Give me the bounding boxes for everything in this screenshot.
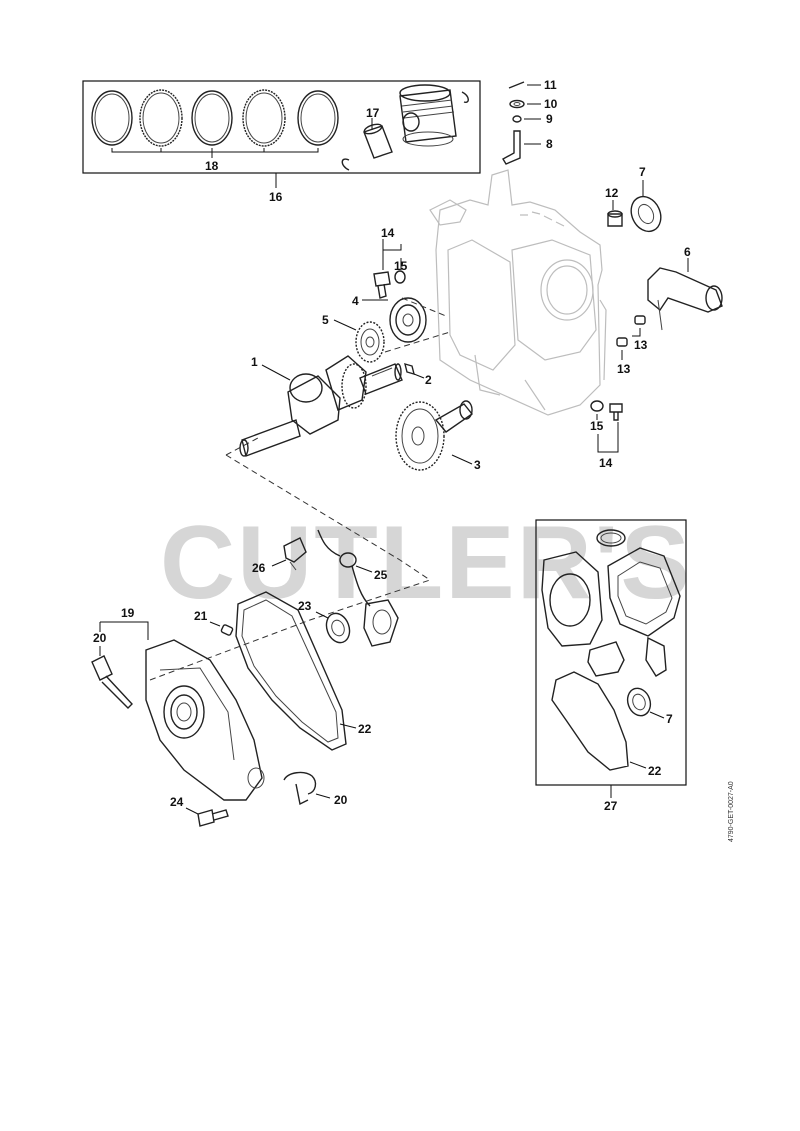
washer-10 [509, 99, 525, 109]
oil-seal-23 [325, 612, 351, 644]
dipstick-20-left [91, 655, 133, 709]
callout-7-kit: 7 [666, 712, 673, 726]
piston-kit-frame [82, 80, 481, 174]
callout-3: 3 [474, 458, 481, 472]
callout-22: 22 [358, 722, 372, 736]
callout-27: 27 [604, 799, 618, 813]
camshaft-3 [395, 400, 474, 471]
callout-23: 23 [298, 599, 312, 613]
piston-ring-1 [91, 90, 133, 146]
key-2 [404, 362, 415, 376]
callout-22-kit: 22 [648, 764, 662, 778]
bolt-24 [197, 809, 229, 827]
piston-ring-4 [242, 89, 286, 147]
breather-parts [502, 81, 525, 165]
callout-26: 26 [252, 561, 266, 575]
callout-6: 6 [684, 245, 691, 259]
callout-18: 18 [205, 159, 219, 173]
callout-4: 4 [352, 294, 359, 308]
callout-21: 21 [194, 609, 208, 623]
callout-25: 25 [374, 568, 388, 582]
piston-pin [363, 125, 393, 159]
callout-17: 17 [366, 106, 380, 120]
bearing-4 [389, 297, 427, 343]
bolt-14-left [373, 270, 406, 299]
callout-10: 10 [544, 97, 558, 111]
seal-9 [512, 115, 522, 123]
governor-arm-6 [647, 267, 723, 331]
callout-5: 5 [322, 313, 329, 327]
callout-1: 1 [251, 355, 258, 369]
callout-9: 9 [546, 112, 553, 126]
piston [399, 84, 457, 147]
crankshaft-1 [239, 355, 403, 457]
crankcase-gasket-22 [235, 591, 347, 751]
crank-gear-5 [355, 321, 385, 363]
drawing-reference: 4790-GET-0027-A0 [728, 781, 735, 842]
callout-16: 16 [269, 190, 283, 204]
cover-gasket [607, 547, 681, 637]
gasket-kit-group [535, 519, 687, 786]
crankcase-gasket-kit [551, 671, 629, 771]
callout-7-top: 7 [639, 165, 646, 179]
callout-19: 19 [121, 606, 135, 620]
piston-ring-5 [297, 90, 339, 146]
callout-15-left: 15 [394, 259, 408, 273]
oil-sensor-25 [317, 529, 399, 647]
bolt-14-right [590, 400, 623, 421]
filler-cap-20-right [283, 771, 317, 806]
breather-tube-8 [502, 130, 521, 165]
head-gasket [541, 551, 603, 647]
callout-11: 11 [544, 78, 557, 92]
callout-13-b: 13 [617, 362, 631, 376]
callout-24: 24 [170, 795, 184, 809]
callout-8: 8 [546, 137, 553, 151]
drain-bolt-12 [607, 210, 623, 227]
crankcase-cover-19 [145, 639, 265, 801]
piston-ring-2 [139, 89, 183, 147]
callout-20-right: 20 [334, 793, 348, 807]
callout-14-right: 14 [599, 456, 613, 470]
callout-14-left: 14 [381, 226, 395, 240]
piston-ring-3 [191, 90, 233, 146]
dowel-pins-13 [616, 315, 646, 347]
circlip-left [341, 158, 350, 171]
callout-2: 2 [425, 373, 432, 387]
callout-13-a: 13 [634, 338, 648, 352]
circlip-right [461, 91, 469, 104]
engine-block [429, 169, 607, 416]
watermark-text: CUTLER'S [160, 505, 692, 621]
piston-kit-group [82, 80, 481, 174]
breather-pin [508, 81, 525, 89]
callout-20-left: 20 [93, 631, 107, 645]
callout-15-right: 15 [590, 419, 604, 433]
oil-seal-7-top [630, 195, 662, 233]
dowel-pin-21 [220, 624, 234, 636]
sensor-bracket-26 [283, 537, 307, 571]
callout-12: 12 [605, 186, 619, 200]
